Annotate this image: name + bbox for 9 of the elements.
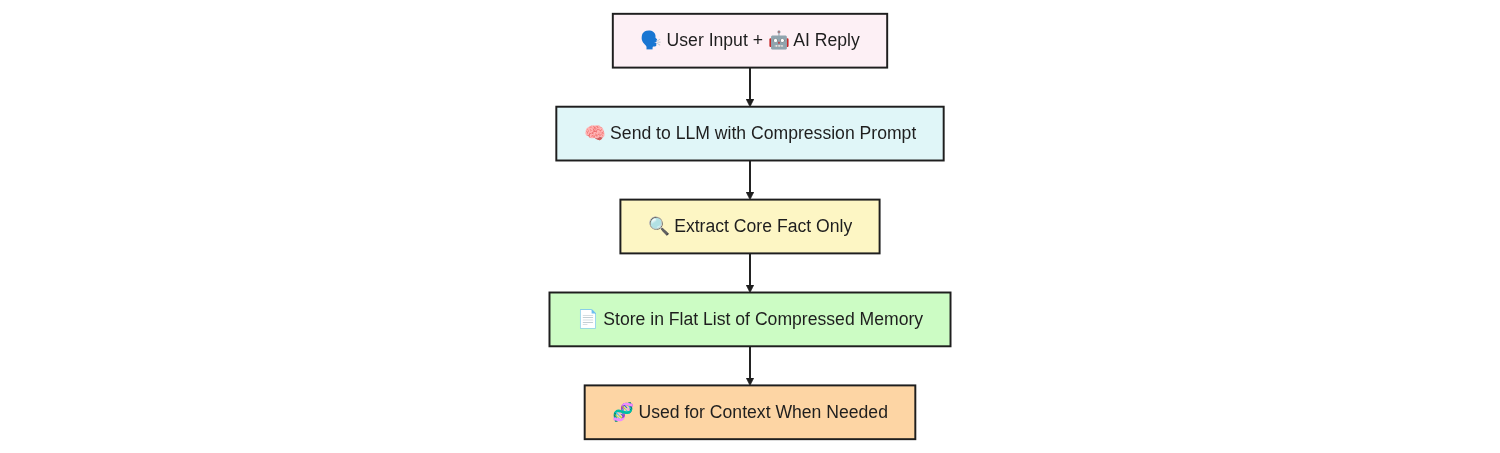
arrow: [745, 345, 755, 386]
arrow: [745, 66, 755, 108]
arrow: [745, 159, 755, 200]
node-box: 🔍 Extract Core Fact Only: [619, 198, 881, 255]
node-box: 🧠 Send to LLM with Compression Prompt: [555, 105, 945, 162]
node-box: 📄 Store in Flat List of Compressed Memory: [548, 291, 952, 348]
arrow: [745, 252, 755, 293]
node-box: 🧬 Used for Context When Needed: [583, 384, 917, 441]
node-box: 🗣 User Input + 🤖 AI Reply: [611, 12, 889, 69]
